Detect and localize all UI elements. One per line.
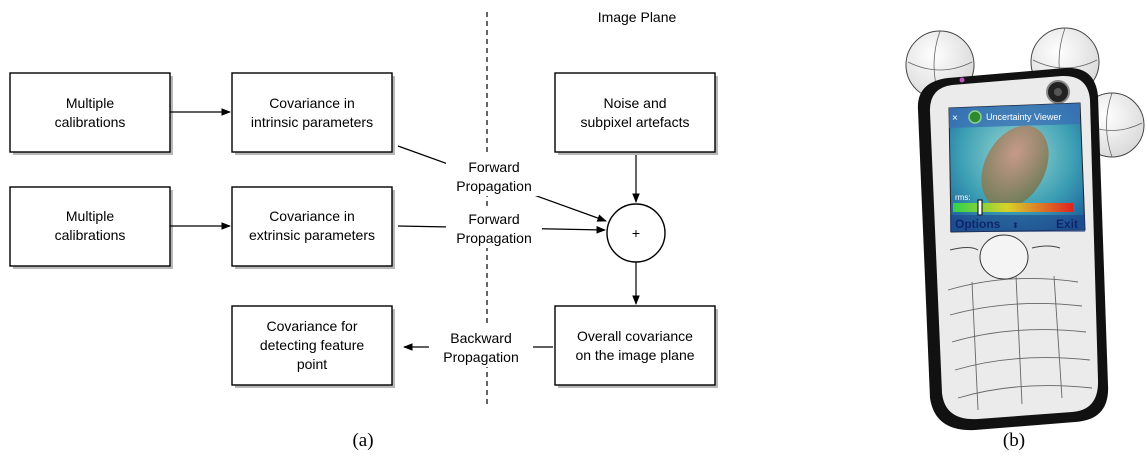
box-covariance-intrinsic: Covariance in intrinsic parameters [231, 72, 395, 155]
covariance-ellipsoid [981, 125, 1049, 209]
edge-label-forward-1: Forward Propagation [446, 156, 542, 196]
box-covariance-extrinsic: Covariance in extrinsic parameters [231, 186, 395, 269]
box-noise-subpixel: Noise and subpixel artefacts [554, 72, 718, 155]
svg-text:Forward: Forward [468, 211, 519, 227]
box-multiple-calibrations-2: Multiple calibrations [9, 186, 173, 269]
scroll-arrows-icon: ⬍ [1012, 221, 1019, 230]
box-label-line: point [297, 356, 327, 372]
softkey-options[interactable]: Options [955, 217, 1001, 231]
svg-text:Propagation: Propagation [443, 349, 519, 365]
box-label-line: intrinsic parameters [251, 114, 373, 130]
app-logo-icon [968, 110, 982, 124]
keypad[interactable] [947, 275, 1093, 411]
rms-indicator [977, 199, 983, 216]
softkey-exit[interactable]: Exit [1056, 217, 1078, 231]
app-title: Uncertainty Viewer [986, 112, 1061, 122]
box-label-line: Overall covariance [577, 328, 693, 344]
svg-text:Propagation: Propagation [456, 230, 532, 246]
image-plane-label: Image Plane [598, 9, 677, 25]
box-label-line: extrinsic parameters [249, 227, 375, 243]
box-label-line: Noise and [603, 95, 666, 111]
svg-text:Forward: Forward [468, 159, 519, 175]
svg-text:Backward: Backward [450, 330, 511, 346]
box-covariance-feature-point: Covariance for detecting feature point [231, 305, 395, 388]
softkey-bar: Options ⬍ Exit [950, 215, 1085, 232]
box-label-line: calibrations [55, 227, 126, 243]
box-label-line: Covariance for [266, 318, 357, 334]
edge-label-forward-2: Forward Propagation [446, 208, 542, 248]
sum-symbol: + [632, 225, 640, 241]
box-label-line: detecting feature [260, 337, 365, 353]
rms-label: rms: [955, 193, 971, 202]
sum-node: + [606, 203, 666, 263]
screen-titlebar: × Uncertainty Viewer [949, 103, 1080, 128]
box-label-line: on the image plane [575, 347, 694, 363]
nav-pad[interactable] [979, 234, 1029, 280]
phone-led [959, 77, 965, 83]
box-label-line: Multiple [66, 208, 114, 224]
box-multiple-calibrations-1: Multiple calibrations [9, 72, 173, 155]
box-label-line: Multiple [66, 95, 114, 111]
edge-label-backward: Backward Propagation [429, 327, 533, 367]
close-icon: × [952, 113, 958, 124]
svg-text:Propagation: Propagation [456, 178, 532, 194]
box-label-line: calibrations [55, 114, 126, 130]
box-label-line: Covariance in [269, 95, 355, 111]
caption-a: (a) [352, 430, 373, 451]
rms-bar [953, 203, 1073, 212]
box-overall-covariance: Overall covariance on the image plane [554, 305, 718, 388]
box-label-line: subpixel artefacts [581, 114, 690, 130]
phone-illustration: × Uncertainty Viewer rms: Options ⬍ Exit [905, 27, 1145, 431]
box-label-line: Covariance in [269, 208, 355, 224]
caption-b: (b) [1003, 430, 1025, 451]
